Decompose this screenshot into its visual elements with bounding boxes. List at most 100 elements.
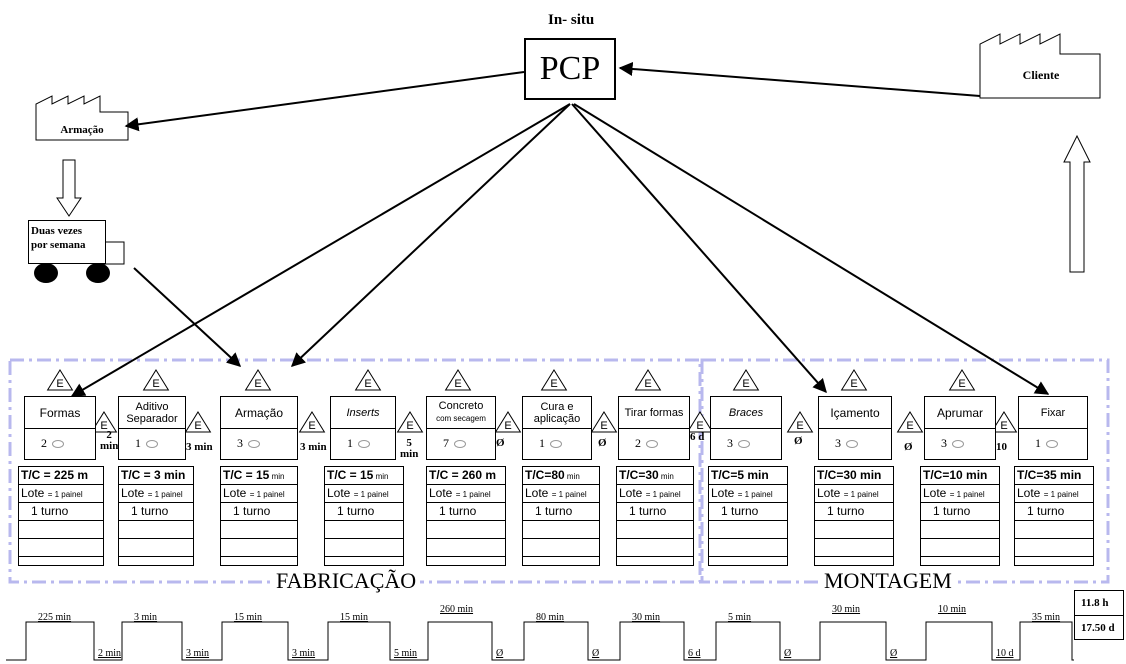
batch-size: Lote = 1 painel — [221, 485, 297, 503]
pcp-to-icamento-arrow — [571, 103, 827, 394]
batch-size: Lote = 1 painel — [427, 485, 505, 503]
wait-time: Ø — [904, 441, 913, 453]
empty-row — [709, 521, 787, 539]
cliente-factory-label: Cliente — [1022, 68, 1060, 82]
cliente-factory-icon — [979, 33, 1101, 99]
operator-icon — [550, 440, 562, 449]
batch-size: Lote = 1 painel — [523, 485, 599, 503]
inventory-triangle: E — [990, 411, 1018, 433]
batch-size: Lote = 1 painel — [19, 485, 103, 503]
operator-count: 1 — [523, 429, 591, 451]
inventory-mark: E — [550, 378, 557, 390]
operator-count: 1 — [119, 429, 185, 451]
process-name-line1: Concreto — [438, 400, 484, 412]
total-process-time: 11.8 h — [1075, 591, 1123, 616]
process-box: Concreto com secagem 7 — [426, 396, 496, 460]
armacao-factory-label: Armação — [60, 124, 104, 136]
operator-count: 3 — [711, 429, 781, 451]
batch-size: Lote = 1 painel — [325, 485, 403, 503]
inventory-triangle: E — [786, 411, 814, 433]
inventory-triangle: E — [298, 411, 326, 433]
shift: 1 turno — [617, 503, 693, 521]
process-name: Formas — [25, 397, 95, 429]
inventory-mark: E — [906, 420, 913, 432]
inventory-mark: E — [958, 378, 965, 390]
process-name: Aditivo Separador — [119, 397, 185, 429]
inventory-triangle: E — [896, 411, 924, 433]
empty-row — [523, 539, 599, 557]
operator-icon — [248, 440, 260, 449]
waiting-time: 3 min — [186, 648, 210, 659]
lead-time-totals: 11.8 h 17.50 d — [1074, 590, 1124, 640]
truck-cab-icon — [103, 241, 125, 265]
inventory-mark: E — [504, 420, 511, 432]
operator-icon — [1046, 440, 1058, 449]
insitu-label: In- situ — [548, 12, 595, 28]
waiting-time: 5 min — [394, 648, 418, 659]
shift: 1 turno — [815, 503, 893, 521]
processing-time: 30 min — [832, 604, 861, 615]
batch-size: Lote = 1 painel — [1015, 485, 1093, 503]
operator-icon — [358, 440, 370, 449]
inventory-triangle: E — [184, 411, 212, 433]
empty-row — [221, 521, 297, 539]
shift: 1 turno — [921, 503, 999, 521]
inventory-triangle: E — [634, 369, 662, 391]
inventory-mark: E — [56, 378, 63, 390]
empty-row — [617, 539, 693, 557]
wait-time: Ø — [794, 435, 803, 447]
waiting-time: 2 min — [98, 648, 122, 659]
process-name: Concreto com secagem — [427, 397, 495, 429]
empty-row — [815, 539, 893, 557]
inventory-triangle: E — [948, 369, 976, 391]
cycle-time: T/C = 15 min — [325, 467, 403, 485]
inventory-triangle: E — [494, 411, 522, 433]
cycle-time: T/C=10 min — [921, 467, 999, 485]
empty-row — [523, 521, 599, 539]
processing-time: 5 min — [728, 612, 752, 623]
inventory-triangle: E — [590, 411, 618, 433]
cycle-time: T/C = 260 m — [427, 467, 505, 485]
process-name-line2: com secagem — [436, 414, 486, 423]
inventory-mark: E — [696, 420, 703, 432]
processing-time: 15 min — [234, 612, 263, 623]
inventory-triangle: E — [540, 369, 568, 391]
operator-count: 7 — [427, 429, 495, 451]
processing-time: 80 min — [536, 612, 565, 623]
operator-count-value: 3 — [727, 436, 733, 450]
processing-time: 35 min — [1032, 612, 1061, 623]
pcp-to-formas-arrow — [70, 103, 571, 397]
processing-time: 3 min — [134, 612, 158, 623]
truck-wheel-icon — [34, 263, 58, 283]
inventory-triangle: E — [90, 411, 118, 433]
truck-label-line1: Duas vezes — [31, 225, 83, 237]
empty-row — [427, 521, 505, 539]
cycle-time: T/C=30 min — [815, 467, 893, 485]
empty-row — [19, 539, 103, 557]
empty-row — [1015, 539, 1093, 557]
process-name: Içamento — [819, 397, 891, 429]
empty-row — [325, 539, 403, 557]
wait-time: Ø — [598, 437, 607, 449]
pcp-to-armacao-process-arrow — [290, 103, 571, 367]
processing-time: 15 min — [340, 612, 369, 623]
inventory-mark: E — [454, 378, 461, 390]
empty-row — [815, 521, 893, 539]
inventory-mark: E — [152, 378, 159, 390]
operator-count: 1 — [1019, 429, 1087, 451]
empty-row — [427, 539, 505, 557]
process-name: Cura e aplicação — [523, 397, 591, 429]
inventory-mark: E — [254, 378, 261, 390]
operator-icon — [738, 440, 750, 449]
pcp-to-fixar-arrow — [573, 103, 1050, 395]
processing-time: 30 min — [632, 612, 661, 623]
processing-time: 10 min — [938, 604, 967, 615]
